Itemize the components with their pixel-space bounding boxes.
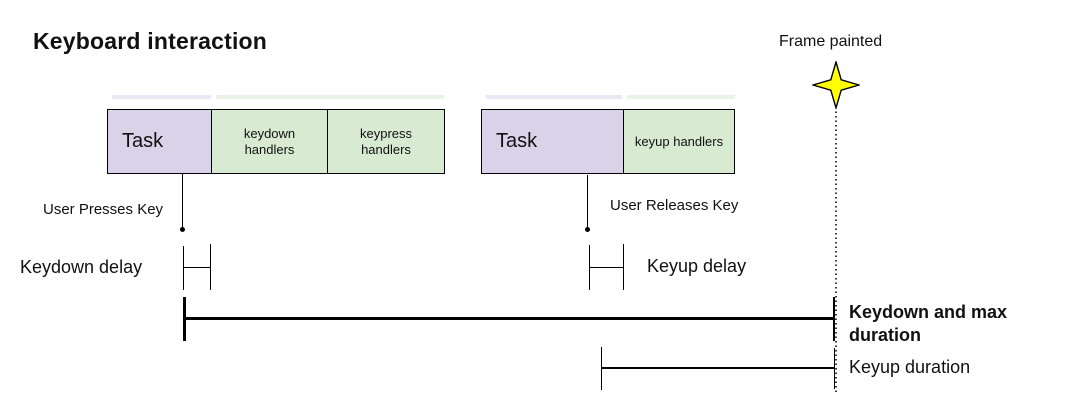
keydown-handlers-label: keydown handlers bbox=[243, 125, 296, 157]
task-segment: Task bbox=[108, 110, 211, 173]
keyup-delay-tick-right bbox=[622, 244, 624, 290]
keydown-max-duration-label: Keydown and max duration bbox=[849, 302, 1008, 345]
press-arrow-dot bbox=[180, 227, 185, 232]
keypress-handlers-label: keypress handlers bbox=[359, 125, 413, 157]
keypress-handlers-segment: keypress handlers bbox=[327, 110, 444, 173]
keydown-delay-label: Keydown delay bbox=[20, 257, 143, 277]
diagram-title: Keyboard interaction bbox=[33, 28, 268, 54]
keyup-duration-tick-right bbox=[833, 348, 835, 389]
keydown-delay-span bbox=[183, 266, 210, 268]
user-releases-key-label: User Releases Key bbox=[610, 197, 739, 214]
keyup-duration-line bbox=[601, 367, 834, 369]
keyup-duration-label: Keyup duration bbox=[849, 357, 971, 377]
task-label: Task bbox=[496, 130, 538, 152]
release-arrow-line bbox=[587, 175, 589, 228]
keyup-handlers-segment: keyup handlers bbox=[623, 110, 734, 173]
keyup-duration-tick-left bbox=[600, 347, 602, 390]
star-icon bbox=[812, 61, 860, 109]
keydown-delay-tick-left bbox=[182, 246, 184, 290]
ghost-strip bbox=[112, 95, 211, 99]
keydown-task-block: Task keydown handlers keypress handlers bbox=[107, 109, 445, 174]
keyup-task-block: Task keyup handlers bbox=[481, 109, 735, 174]
task-label: Task bbox=[122, 130, 164, 152]
frame-painted-line bbox=[835, 107, 837, 394]
keyup-delay-label: Keyup delay bbox=[647, 256, 747, 276]
task-segment: Task bbox=[482, 110, 623, 173]
keyup-handlers-label: keyup handlers bbox=[634, 133, 724, 149]
press-arrow-line bbox=[182, 174, 184, 228]
keydown-handlers-segment: keydown handlers bbox=[211, 110, 327, 173]
ghost-strip bbox=[486, 95, 622, 99]
keydown-delay-tick-right bbox=[209, 244, 211, 290]
ghost-strip bbox=[216, 95, 444, 99]
keyup-delay-span bbox=[589, 266, 623, 268]
user-presses-key-label: User Presses Key bbox=[43, 201, 164, 218]
keydown-duration-line bbox=[184, 316, 834, 320]
release-arrow-dot bbox=[585, 227, 590, 232]
ghost-strip bbox=[627, 95, 735, 99]
frame-painted-label: Frame painted bbox=[779, 33, 883, 50]
